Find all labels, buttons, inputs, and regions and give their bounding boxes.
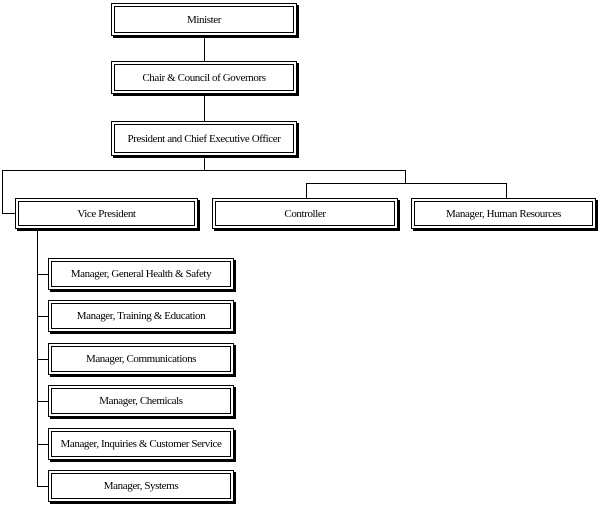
controller-box: Controller <box>212 198 398 229</box>
vp-report-box: Manager, Systems <box>48 470 234 502</box>
vp-report-box: Manager, Training & Education <box>48 300 234 332</box>
ceo-box: President and Chief Executive Officer <box>111 121 297 156</box>
council-label: Chair & Council of Governors <box>114 64 294 91</box>
council-box: Chair & Council of Governors <box>111 61 297 94</box>
vice-president-label: Vice President <box>18 201 195 226</box>
vp-report-label: Manager, Communications <box>51 346 231 372</box>
vp-report-label: Manager, Inquiries & Customer Service <box>51 431 231 457</box>
ceo-label: President and Chief Executive Officer <box>114 124 294 153</box>
vp-report-box: Manager, General Health & Safety <box>48 258 234 290</box>
vp-report-box: Manager, Chemicals <box>48 385 234 417</box>
vp-report-label: Manager, Systems <box>51 473 231 499</box>
minister-box: Minister <box>111 3 297 36</box>
vp-report-box: Manager, Communications <box>48 343 234 375</box>
vice-president-box: Vice President <box>15 198 198 229</box>
controller-label: Controller <box>215 201 395 226</box>
human-resources-label: Manager, Human Resources <box>414 201 593 226</box>
vp-report-box: Manager, Inquiries & Customer Service <box>48 428 234 460</box>
minister-label: Minister <box>114 6 294 33</box>
vp-report-label: Manager, Chemicals <box>51 388 231 414</box>
vp-report-label: Manager, General Health & Safety <box>51 261 231 287</box>
human-resources-box: Manager, Human Resources <box>411 198 596 229</box>
vp-report-label: Manager, Training & Education <box>51 303 231 329</box>
